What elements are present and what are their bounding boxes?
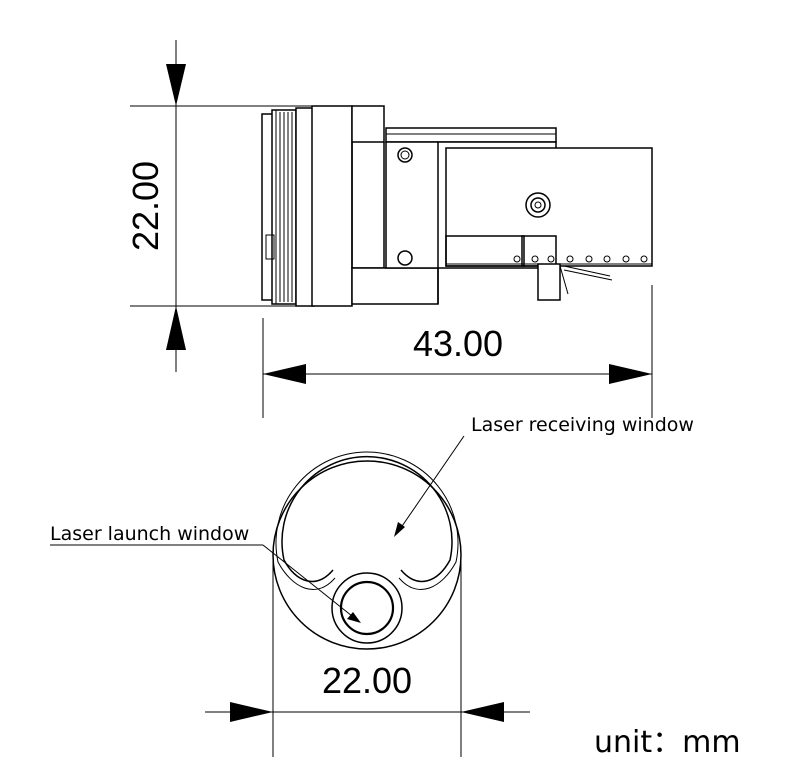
inner-receiving-window-outline — [275, 451, 459, 590]
side-view: 22.00 43.00 — [125, 40, 653, 418]
receiving-window-outline — [281, 455, 453, 583]
diameter-dimension: 22.00 — [205, 560, 530, 757]
height-dimension: 22.00 — [125, 40, 312, 372]
launch-window-lens — [339, 580, 395, 636]
length-arrow-left — [263, 364, 306, 384]
length-dimension: 43.00 — [262, 285, 653, 418]
launch-window-label: Laser launch window — [50, 523, 249, 545]
unit-label: unit：mm — [594, 725, 741, 760]
diameter-arrow-right — [461, 702, 504, 722]
diameter-value: 22.00 — [322, 660, 412, 701]
front-flange — [295, 105, 439, 307]
launch-leader-arrow — [347, 612, 361, 623]
lens-ring — [261, 109, 297, 305]
diameter-arrow-left — [230, 702, 273, 722]
launch-window-ring — [331, 572, 403, 644]
length-arrow-right — [609, 364, 652, 384]
height-arrow-bottom — [166, 306, 186, 350]
outer-housing-circle — [272, 460, 462, 650]
circuit-board — [445, 147, 653, 301]
length-value: 43.00 — [413, 323, 503, 364]
height-value: 22.00 — [125, 161, 166, 251]
receiving-leader-arrow — [394, 522, 405, 537]
front-view: Laser receiving window Laser launch wind… — [50, 414, 694, 757]
height-arrow-top — [166, 64, 186, 106]
receiving-window-label: Laser receiving window — [471, 414, 694, 436]
